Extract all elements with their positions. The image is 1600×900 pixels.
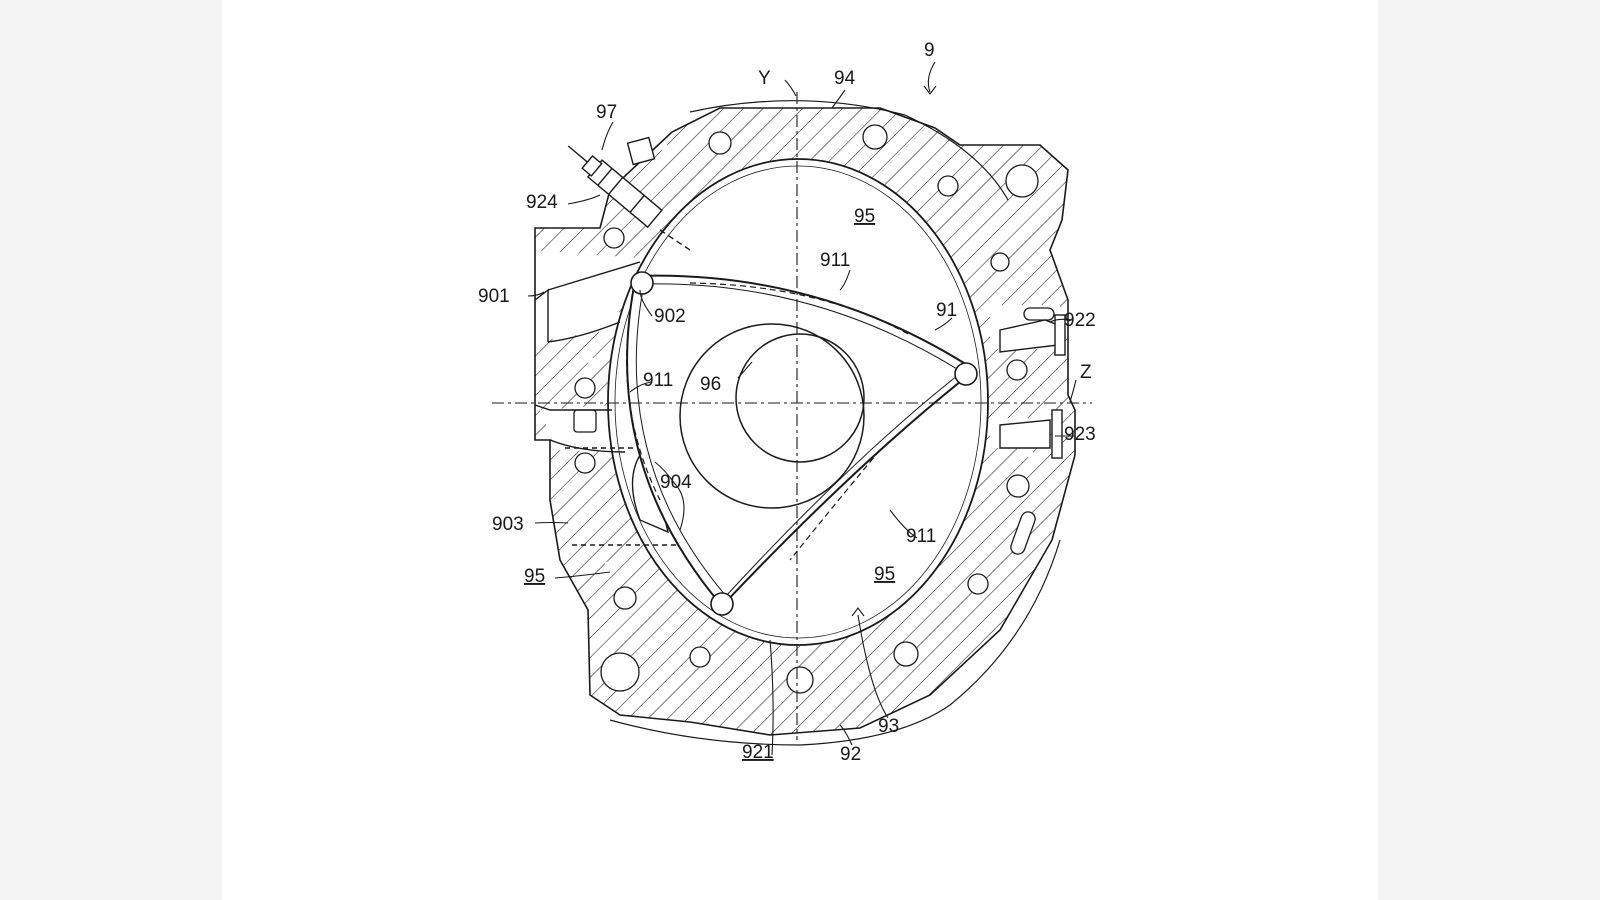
- label-96: 96: [700, 374, 721, 395]
- reference-labels: 9 Y 94 97 924 95 911 901 902 91 922 Z 91…: [478, 40, 1096, 765]
- label-911-top: 911: [820, 250, 850, 271]
- label-911-bottom: 911: [906, 526, 936, 547]
- spark-plug: [567, 136, 691, 251]
- label-902: 902: [654, 306, 686, 327]
- label-924: 924: [526, 192, 558, 213]
- eccentric-shaft: [679, 323, 865, 509]
- label-923: 923: [1064, 424, 1096, 445]
- label-9: 9: [924, 40, 935, 61]
- rotor-chamber: [607, 158, 989, 646]
- label-93: 93: [878, 716, 899, 737]
- label-95-bottom: 95: [874, 564, 895, 585]
- label-91: 91: [936, 300, 957, 321]
- label-z: Z: [1080, 362, 1092, 383]
- rotor: [626, 271, 978, 616]
- label-911-left: 911: [643, 370, 673, 391]
- label-y: Y: [758, 68, 771, 89]
- leader-lines: [527, 61, 1077, 756]
- label-95-left: 95: [524, 566, 545, 587]
- label-901: 901: [478, 286, 510, 307]
- label-921: 921: [742, 742, 774, 763]
- label-97: 97: [596, 102, 617, 123]
- bolt-holes: [573, 124, 1055, 694]
- label-904: 904: [660, 472, 692, 493]
- intake-ports: [534, 261, 680, 546]
- label-94: 94: [834, 68, 856, 89]
- right-ports: [999, 314, 1066, 459]
- center-lines: [492, 92, 1092, 740]
- label-92: 92: [840, 744, 861, 765]
- label-903: 903: [492, 514, 524, 535]
- label-95-top: 95: [854, 206, 875, 227]
- label-922: 922: [1064, 310, 1096, 331]
